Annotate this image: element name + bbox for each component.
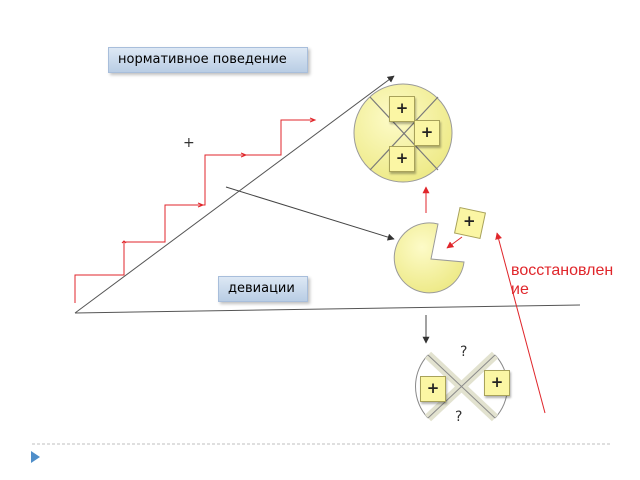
plus-box-top: + [389, 96, 415, 122]
arrow-slice-to-pacman [446, 236, 463, 249]
detached-slice [453, 206, 487, 240]
plus-box-bottom: + [389, 146, 415, 172]
question-mark-bottom: ? [455, 409, 463, 425]
deviations-label: девиации [218, 276, 308, 302]
growth-line [74, 75, 395, 314]
red-staircase [74, 119, 315, 303]
stair-arrow-3 [240, 152, 248, 158]
normative-behavior-label: нормативное поведение [108, 47, 308, 73]
plus-sign-slice: + [463, 212, 476, 230]
normative-circle [353, 83, 453, 183]
plus-box-broken-right: + [484, 370, 510, 396]
deviation-pacman [393, 222, 465, 294]
broken-circle [415, 351, 508, 422]
question-mark-top: ? [460, 344, 468, 360]
recovery-label-line2: ие [511, 281, 529, 298]
baseline [74, 304, 581, 314]
plus-sign-staircase: + [183, 135, 195, 151]
arrow-to-deviation [225, 186, 395, 241]
stair-arrow-2 [197, 202, 205, 208]
recovery-label-line1: восстановлен [511, 262, 614, 279]
plus-box-broken-left: + [420, 376, 446, 402]
stair-arrow-1 [121, 240, 127, 244]
plus-box-right: + [414, 120, 440, 146]
stair-arrow-4 [309, 117, 317, 123]
recovery-arrow [495, 232, 546, 414]
slide-bullet-icon [31, 451, 40, 463]
